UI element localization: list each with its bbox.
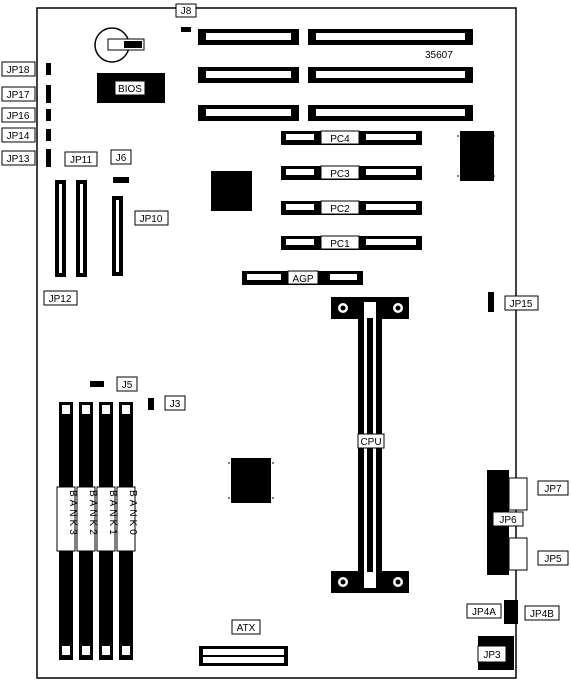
jp10-label: JP10 bbox=[140, 214, 163, 225]
pc4-label: PC4 bbox=[330, 134, 350, 145]
agp-label: AGP bbox=[292, 274, 313, 285]
jumper-j5: J5 bbox=[90, 376, 138, 392]
jumper-j8: J8 bbox=[175, 3, 197, 32]
jp15-label: JP15 bbox=[510, 299, 533, 310]
bank1-label: BANK1 bbox=[107, 490, 118, 538]
board-number: 35607 bbox=[425, 50, 453, 61]
dimm-bank0: BANK0 bbox=[116, 402, 138, 660]
jp18-label: JP18 bbox=[7, 65, 30, 76]
connector-jp4a: JP4A bbox=[466, 600, 518, 624]
dimm-bank3: BANK3 bbox=[56, 402, 78, 660]
cpu-slot: CPU bbox=[331, 297, 409, 593]
cpu-label: CPU bbox=[360, 437, 381, 448]
connector-jp4b: JP4B bbox=[524, 605, 560, 621]
header-jp12 bbox=[55, 180, 66, 277]
label-jp5: JP5 bbox=[537, 550, 569, 566]
bank2-label: BANK2 bbox=[87, 490, 98, 538]
jp7-label: JP7 bbox=[544, 484, 562, 495]
jumper-jp18: JP18 bbox=[1, 61, 51, 77]
j5-label: J5 bbox=[122, 380, 133, 391]
jp5-label: JP5 bbox=[544, 554, 562, 565]
pci-slot-pc3: PC3 bbox=[281, 165, 422, 180]
header-jp10 bbox=[112, 196, 123, 276]
pci-slot-pc1: PC1 bbox=[281, 235, 422, 250]
jp4b-label: JP4B bbox=[530, 609, 554, 620]
bank0-label: BANK0 bbox=[127, 490, 138, 538]
dimm-bank1: BANK1 bbox=[96, 402, 118, 660]
label-jp12: JP12 bbox=[43, 290, 78, 306]
jumper-jp17: JP17 bbox=[1, 85, 51, 103]
jp3-label: JP3 bbox=[483, 650, 501, 661]
j3-label: J3 bbox=[170, 399, 181, 410]
jumper-jp15: JP15 bbox=[488, 292, 539, 312]
chipset-chip bbox=[211, 171, 252, 211]
connector-jp3: JP3 bbox=[477, 636, 514, 670]
bios-label: BIOS bbox=[118, 84, 142, 95]
j6-label: J6 bbox=[116, 153, 127, 164]
jp13-label: JP13 bbox=[7, 154, 30, 165]
isa-slots bbox=[198, 29, 473, 121]
bios-chip: BIOS bbox=[97, 73, 165, 103]
atx-power-connector: ATX bbox=[199, 619, 288, 666]
pc2-label: PC2 bbox=[330, 204, 350, 215]
atx-label: ATX bbox=[237, 623, 256, 634]
pci-slot-pc2: PC2 bbox=[281, 200, 422, 215]
pc3-label: PC3 bbox=[330, 169, 350, 180]
io-chip bbox=[457, 131, 497, 181]
jp12-label: JP12 bbox=[49, 294, 72, 305]
label-jp7: JP7 bbox=[537, 480, 569, 496]
pci-slot-pc4: PC4 bbox=[281, 130, 422, 145]
jp16-label: JP16 bbox=[7, 111, 30, 122]
jumper-jp13: JP13 bbox=[1, 149, 51, 167]
label-jp11: JP11 bbox=[64, 151, 98, 167]
jp6-label: JP6 bbox=[499, 515, 517, 526]
jumper-j3: J3 bbox=[148, 395, 186, 411]
j8-label: J8 bbox=[181, 6, 192, 17]
jp14-label: JP14 bbox=[7, 131, 30, 142]
dimm-bank2: BANK2 bbox=[76, 402, 98, 660]
jumper-jp14: JP14 bbox=[1, 127, 51, 143]
agp-slot: AGP bbox=[242, 270, 363, 285]
jp4a-label: JP4A bbox=[472, 607, 496, 618]
jumper-j6: J6 bbox=[110, 149, 132, 183]
label-jp10: JP10 bbox=[134, 210, 169, 226]
pc1-label: PC1 bbox=[330, 239, 350, 250]
battery bbox=[94, 27, 145, 63]
jumper-jp16: JP16 bbox=[1, 107, 51, 123]
header-jp11 bbox=[76, 180, 87, 277]
jp17-label: JP17 bbox=[7, 90, 30, 101]
memory-controller-chip bbox=[228, 458, 274, 503]
rear-io-ports: JP6 bbox=[487, 470, 528, 575]
jp11-label: JP11 bbox=[70, 155, 92, 166]
bank3-label: BANK3 bbox=[67, 490, 78, 538]
